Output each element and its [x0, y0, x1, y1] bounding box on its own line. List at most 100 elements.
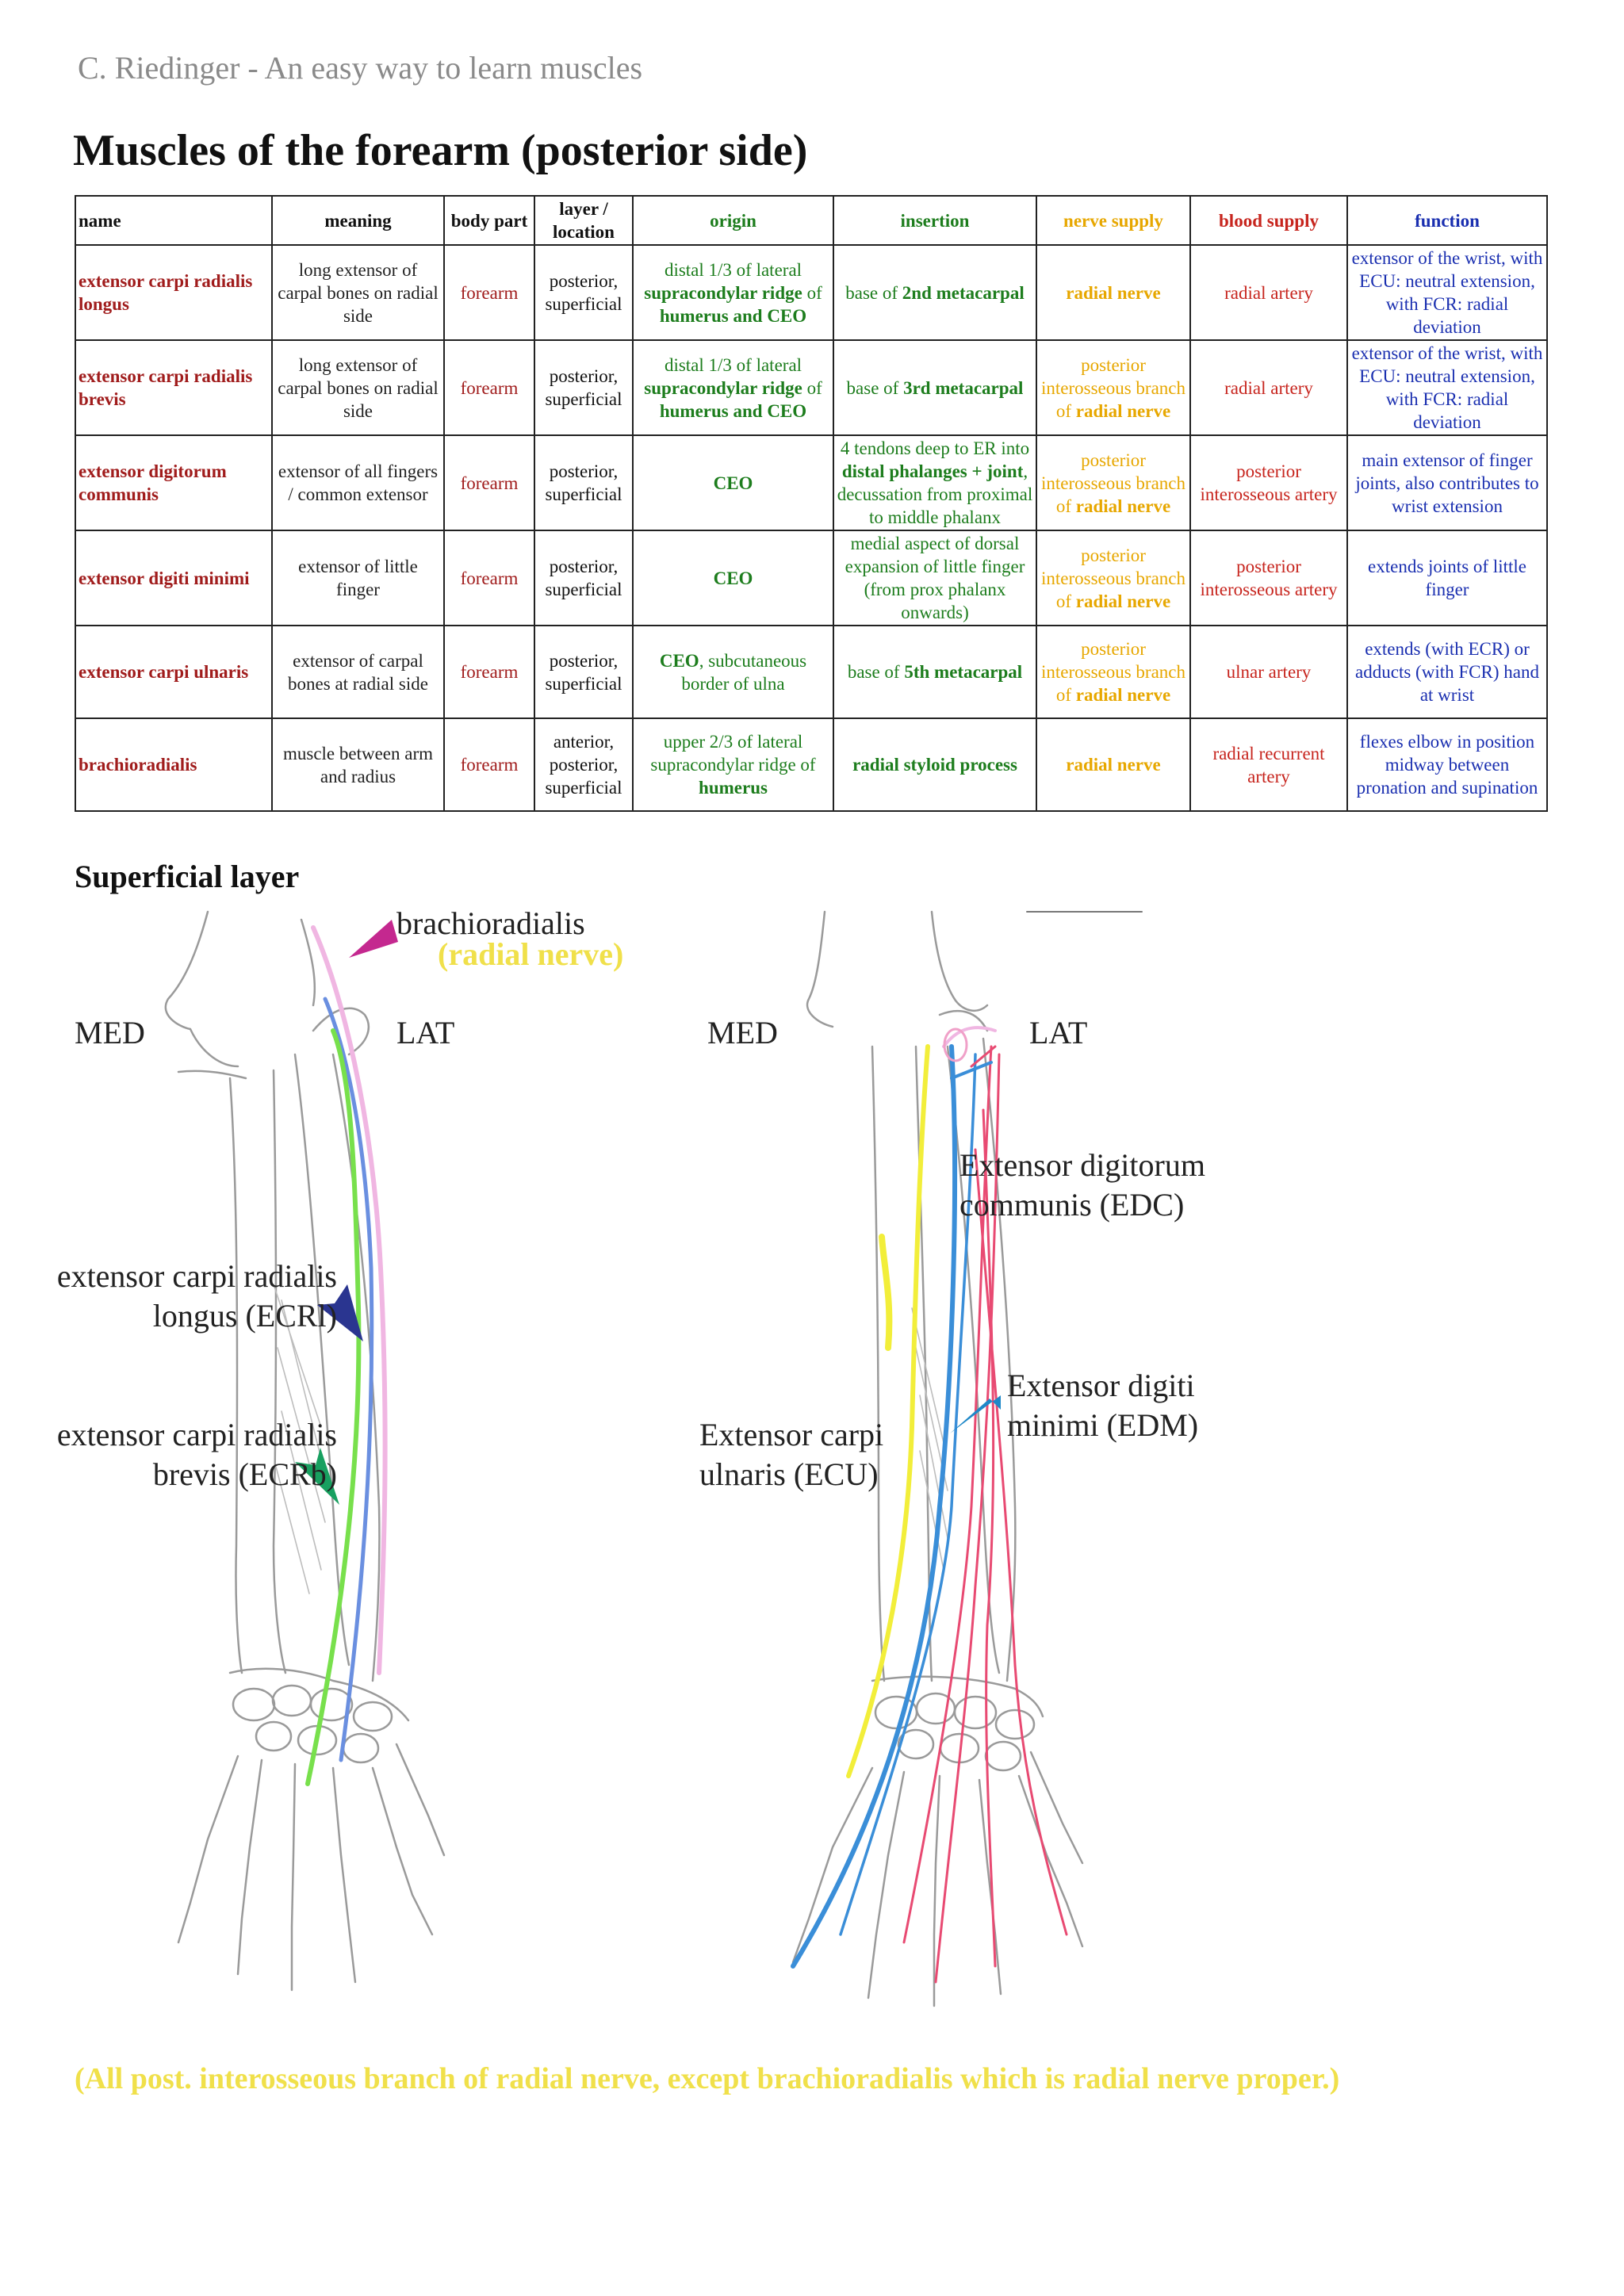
label-lat-left: LAT	[396, 1015, 455, 1050]
muscle-layer: posterior, superficial	[534, 434, 634, 531]
muscle-blood-supply: posterior interosseous artery	[1189, 530, 1348, 626]
nerve-emphasis: radial nerve	[1075, 591, 1171, 611]
insertion-emphasis: radial styloid process	[852, 755, 1017, 775]
label-edc: Extensor digitorum communis (EDC)	[959, 1146, 1205, 1225]
insertion-emphasis: 2nd metacarpal	[902, 282, 1025, 303]
label-ecu: Extensor carpi ulnaris (ECU)	[699, 1415, 883, 1494]
label-ecrb: extensor carpi radialis brevis (ECRb)	[32, 1415, 337, 1494]
muscle-name: extensor digiti minimi	[75, 530, 273, 626]
left-muscle-lines	[305, 925, 388, 1786]
muscle-function: extends joints of little finger	[1346, 530, 1548, 626]
header-blood-supply: blood supply	[1189, 195, 1348, 246]
insertion-text: base of	[846, 377, 904, 398]
header-layer: layer / location	[534, 195, 634, 246]
ecu-line	[846, 1044, 930, 1778]
header-nerve-supply: nerve supply	[1036, 195, 1191, 246]
header-meaning: meaning	[271, 195, 445, 246]
origin-emphasis: CEO	[713, 568, 753, 588]
muscle-body-part: forearm	[443, 434, 535, 531]
muscle-blood-supply: posterior interosseous artery	[1189, 434, 1348, 531]
page-title: Muscles of the forearm (posterior side)	[73, 126, 808, 175]
muscle-nerve: posterior interosseous branch of radial …	[1036, 434, 1191, 531]
insertion-emphasis: distal phalanges + joint	[841, 461, 1024, 481]
muscle-body-part: forearm	[443, 530, 535, 626]
nerve-emphasis: radial nerve	[1075, 685, 1171, 705]
label-ecrb-line2: brevis (ECRb)	[152, 1456, 337, 1492]
muscle-nerve: posterior interosseous branch of radial …	[1036, 530, 1191, 626]
header-body-part: body part	[443, 195, 535, 246]
nerve-text: posterior interosseous branch of	[1040, 639, 1186, 705]
muscle-meaning: long extensor of carpal bones on radial …	[271, 339, 445, 436]
table-header-row: name meaning body part layer / location …	[75, 195, 1548, 246]
muscle-blood-supply: radial artery	[1189, 339, 1348, 436]
nerve-emphasis: radial nerve	[1075, 496, 1171, 516]
muscle-blood-supply: radial recurrent artery	[1189, 718, 1348, 812]
muscle-nerve: radial nerve	[1036, 244, 1191, 341]
origin-text: of	[802, 282, 822, 303]
label-ecu-line1: Extensor carpi	[699, 1417, 884, 1452]
nerve-text: posterior interosseous branch of	[1040, 450, 1186, 516]
muscle-origin: upper 2/3 of lateral supracondylar ridge…	[632, 718, 834, 812]
muscle-layer: posterior, superficial	[534, 339, 634, 436]
nerve-emphasis: radial nerve	[1066, 282, 1161, 303]
origin-emphasis: humerus and CEO	[659, 305, 807, 326]
label-edm: Extensor digiti minimi (EDM)	[1007, 1366, 1198, 1445]
pointer-arrows	[295, 920, 1001, 1505]
nerve-text: posterior interosseous branch of	[1040, 354, 1186, 421]
insertion-text: 4 tendons deep to ER into	[840, 438, 1030, 458]
table-row: brachioradialis muscle between arm and r…	[75, 718, 1548, 812]
insertion-text: , decussation from proximal to middle ph…	[837, 461, 1033, 527]
muscle-insertion: 4 tendons deep to ER into distal phalang…	[833, 434, 1037, 531]
label-ecrl-line1: extensor carpi radialis	[56, 1258, 337, 1294]
origin-emphasis: humerus and CEO	[659, 400, 807, 421]
muscle-blood-supply: ulnar artery	[1189, 625, 1348, 719]
muscle-meaning: extensor of all fingers / common extenso…	[271, 434, 445, 531]
muscle-nerve: posterior interosseous branch of radial …	[1036, 339, 1191, 436]
origin-emphasis: supracondylar ridge	[644, 282, 802, 303]
muscle-layer: posterior, superficial	[534, 530, 634, 626]
muscle-nerve: posterior interosseous branch of radial …	[1036, 625, 1191, 719]
muscle-body-part: forearm	[443, 339, 535, 436]
label-brachioradialis: brachioradialis	[396, 905, 585, 941]
origin-emphasis: supracondylar ridge	[644, 377, 802, 398]
origin-text: distal 1/3 of lateral	[664, 354, 802, 375]
muscle-meaning: long extensor of carpal bones on radial …	[271, 244, 445, 341]
muscle-name: extensor carpi ulnaris	[75, 625, 273, 719]
muscle-insertion: base of 3rd metacarpal	[833, 339, 1037, 436]
muscle-body-part: forearm	[443, 244, 535, 341]
section-subtitle: Superficial layer	[75, 859, 300, 894]
origin-emphasis: CEO	[659, 650, 699, 671]
nerve-text: posterior interosseous branch of	[1040, 545, 1186, 611]
muscle-blood-supply: radial artery	[1189, 244, 1348, 341]
left-forearm-bones	[164, 910, 446, 1992]
muscle-name: brachioradialis	[75, 718, 273, 812]
muscle-name: extensor digitorum communis	[75, 434, 273, 531]
muscle-insertion: base of 5th metacarpal	[833, 625, 1037, 719]
muscle-meaning: extensor of little finger	[271, 530, 445, 626]
origin-text: distal 1/3 of lateral	[664, 259, 802, 280]
header-function: function	[1346, 195, 1548, 246]
label-radial-nerve: (radial nerve)	[438, 936, 624, 972]
table-row: extensor digitorum communis extensor of …	[75, 434, 1548, 531]
origin-text: , subcutaneous border of ulna	[681, 650, 807, 694]
muscle-layer: posterior, superficial	[534, 625, 634, 719]
ecrl-arrow	[317, 1284, 363, 1341]
header-name: name	[75, 195, 273, 246]
brachioradialis-arrow	[349, 920, 398, 958]
muscle-origin: CEO, subcutaneous border of ulna	[632, 625, 834, 719]
label-ecu-line2: ulnaris (ECU)	[699, 1456, 879, 1492]
muscle-insertion: radial styloid process	[833, 718, 1037, 812]
muscle-insertion: medial aspect of dorsal expansion of lit…	[833, 530, 1037, 626]
muscle-body-part: forearm	[443, 718, 535, 812]
label-edm-line1: Extensor digiti	[1007, 1368, 1195, 1403]
edm-arrow	[950, 1395, 1001, 1433]
label-ecrb-line1: extensor carpi radialis	[56, 1417, 337, 1452]
label-ecrl: extensor carpi radialis longus (ECRl)	[32, 1257, 337, 1336]
table-row: extensor carpi radialis longus long exte…	[75, 244, 1548, 341]
brachioradialis-line	[311, 925, 388, 1675]
edm-line	[791, 1044, 958, 1969]
muscle-origin: distal 1/3 of lateral supracondylar ridg…	[632, 339, 834, 436]
label-med-left: MED	[75, 1015, 145, 1050]
nerve-emphasis: radial nerve	[1066, 755, 1161, 775]
